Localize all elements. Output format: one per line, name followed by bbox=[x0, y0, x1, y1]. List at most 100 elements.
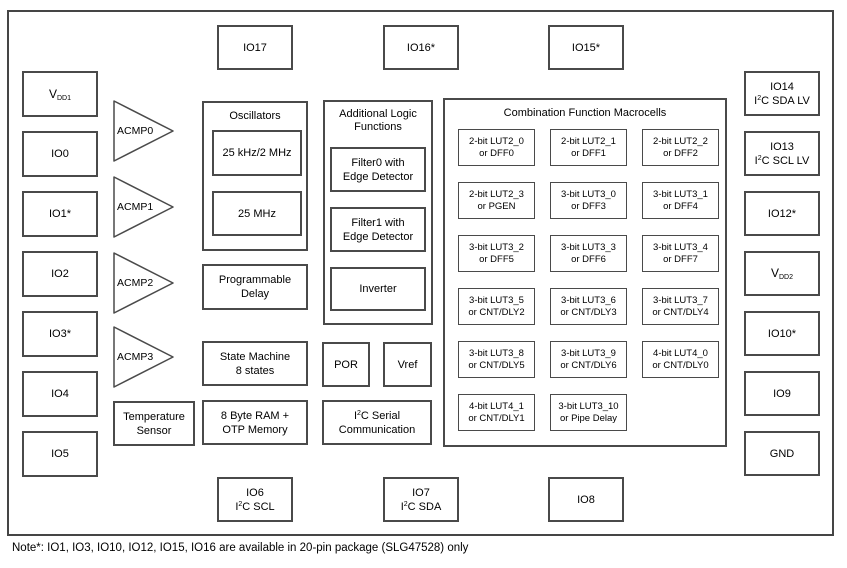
pin-label: IO4 bbox=[51, 388, 69, 400]
block-label: I2C Serial bbox=[353, 409, 401, 422]
block-label: Edge Detector bbox=[342, 170, 414, 183]
block-label: Edge Detector bbox=[342, 230, 414, 243]
block-label: Filter1 with bbox=[351, 216, 405, 229]
acmp1-comparator: ACMP1 bbox=[113, 176, 175, 238]
vref-block: Vref bbox=[383, 342, 432, 387]
block-label: Delay bbox=[240, 288, 270, 300]
oscillator-25khz-2mhz-block: 25 kHz/2 MHz bbox=[212, 130, 302, 176]
block-label: Sensor bbox=[136, 424, 172, 437]
pin-box-io15: IO15* bbox=[548, 25, 624, 70]
pin-label: IO17 bbox=[243, 41, 267, 54]
pin-label: IO0 bbox=[51, 148, 69, 160]
block-label: OTP Memory bbox=[222, 423, 288, 436]
pin-box-io2: IO2 bbox=[22, 251, 98, 297]
acmp0-comparator: ACMP0 bbox=[113, 100, 175, 162]
block-label: Communication bbox=[338, 423, 416, 436]
pin-box-gnd: GND bbox=[744, 431, 820, 476]
acmp2-comparator: ACMP2 bbox=[113, 252, 175, 314]
triangle-icon bbox=[113, 176, 174, 238]
ram-otp-memory-block: 8 Byte RAM + OTP Memory bbox=[202, 400, 308, 445]
por-block: POR bbox=[322, 342, 370, 387]
pin-label: IO10* bbox=[767, 327, 797, 340]
pin-box-io17: IO17 bbox=[217, 25, 293, 70]
acmp-label: ACMP1 bbox=[117, 201, 154, 213]
block-title: Additional Logic bbox=[339, 108, 417, 120]
pin-label: IO3* bbox=[48, 328, 71, 340]
pin-label: VDD1 bbox=[48, 86, 72, 102]
pin-box-vdd2: VDD2 bbox=[744, 251, 820, 296]
pin-label: IO14 bbox=[770, 80, 794, 93]
filter0-edge-detector-block: Filter0 with Edge Detector bbox=[330, 147, 426, 192]
programmable-delay-block: Programmable Delay bbox=[202, 264, 308, 310]
block-label: 8 states bbox=[235, 364, 275, 377]
acmp-label: ACMP3 bbox=[117, 351, 154, 363]
diagram-footnote: Note*: IO1, IO3, IO10, IO12, IO15, IO16 … bbox=[12, 542, 469, 554]
pin-label: IO9 bbox=[773, 387, 791, 400]
pin-label: IO12* bbox=[767, 207, 797, 220]
pin-box-io9: IO9 bbox=[744, 371, 820, 416]
macrocell-empty-slot bbox=[642, 394, 719, 431]
oscillator-25mhz-block: 25 MHz bbox=[212, 191, 302, 236]
triangle-icon bbox=[113, 252, 174, 314]
pin-box-io14: IO14 I2C SDA LV bbox=[744, 71, 820, 116]
pin-label: IO1* bbox=[48, 208, 71, 220]
block-label: 25 MHz bbox=[238, 207, 276, 220]
pin-box-io4: IO4 bbox=[22, 371, 98, 417]
pin-label: IO2 bbox=[51, 268, 69, 280]
pin-box-vdd1: VDD1 bbox=[22, 71, 98, 117]
pin-box-io8: IO8 bbox=[548, 477, 624, 522]
block-label: 8 Byte RAM + bbox=[220, 409, 290, 422]
state-machine-block: State Machine 8 states bbox=[202, 341, 308, 386]
i2c-serial-communication-block: I2C Serial Communication bbox=[322, 400, 432, 445]
acmp-label: ACMP0 bbox=[117, 125, 154, 137]
block-label: POR bbox=[334, 358, 358, 371]
pin-label: GND bbox=[769, 447, 795, 460]
pin-box-io7: IO7 I2C SDA bbox=[383, 477, 459, 522]
block-label: 25 kHz/2 MHz bbox=[222, 147, 292, 159]
block-label: State Machine bbox=[219, 350, 291, 363]
oscillators-block: Oscillators 25 kHz/2 MHz 25 MHz bbox=[202, 101, 308, 251]
pin-label: IO6 bbox=[246, 486, 264, 499]
pin-box-io13: IO13 I2C SCL LV bbox=[744, 131, 820, 176]
block-label: Filter0 with bbox=[351, 156, 405, 169]
pin-sublabel: I2C SDA LV bbox=[754, 94, 810, 107]
pin-sublabel: I2C SCL bbox=[235, 500, 275, 513]
pin-box-io1: IO1* bbox=[22, 191, 98, 237]
acmp-label: ACMP2 bbox=[117, 277, 154, 289]
pin-box-io6: IO6 I2C SCL bbox=[217, 477, 293, 522]
pin-label: IO13 bbox=[770, 140, 794, 153]
pin-box-io5: IO5 bbox=[22, 431, 98, 477]
combination-function-macrocells-block: Combination Function Macrocells 2-bit LU… bbox=[443, 98, 727, 447]
block-title: Oscillators bbox=[229, 110, 281, 122]
inverter-block: Inverter bbox=[330, 267, 426, 311]
block-title: Combination Function Macrocells bbox=[503, 107, 667, 119]
block-label: Programmable bbox=[218, 274, 292, 286]
pin-box-io10: IO10* bbox=[744, 311, 820, 356]
pin-label: IO8 bbox=[577, 493, 595, 506]
temperature-sensor-block: Temperature Sensor bbox=[113, 401, 195, 446]
pin-label: IO7 bbox=[412, 486, 430, 499]
acmp3-comparator: ACMP3 bbox=[113, 326, 175, 388]
diagram-outer-border bbox=[7, 10, 834, 536]
triangle-icon bbox=[113, 100, 174, 162]
additional-logic-functions-block: Additional Logic Functions Filter0 with … bbox=[323, 100, 433, 325]
pin-box-io3: IO3* bbox=[22, 311, 98, 357]
pin-label: VDD2 bbox=[770, 266, 794, 281]
pin-box-io0: IO0 bbox=[22, 131, 98, 177]
